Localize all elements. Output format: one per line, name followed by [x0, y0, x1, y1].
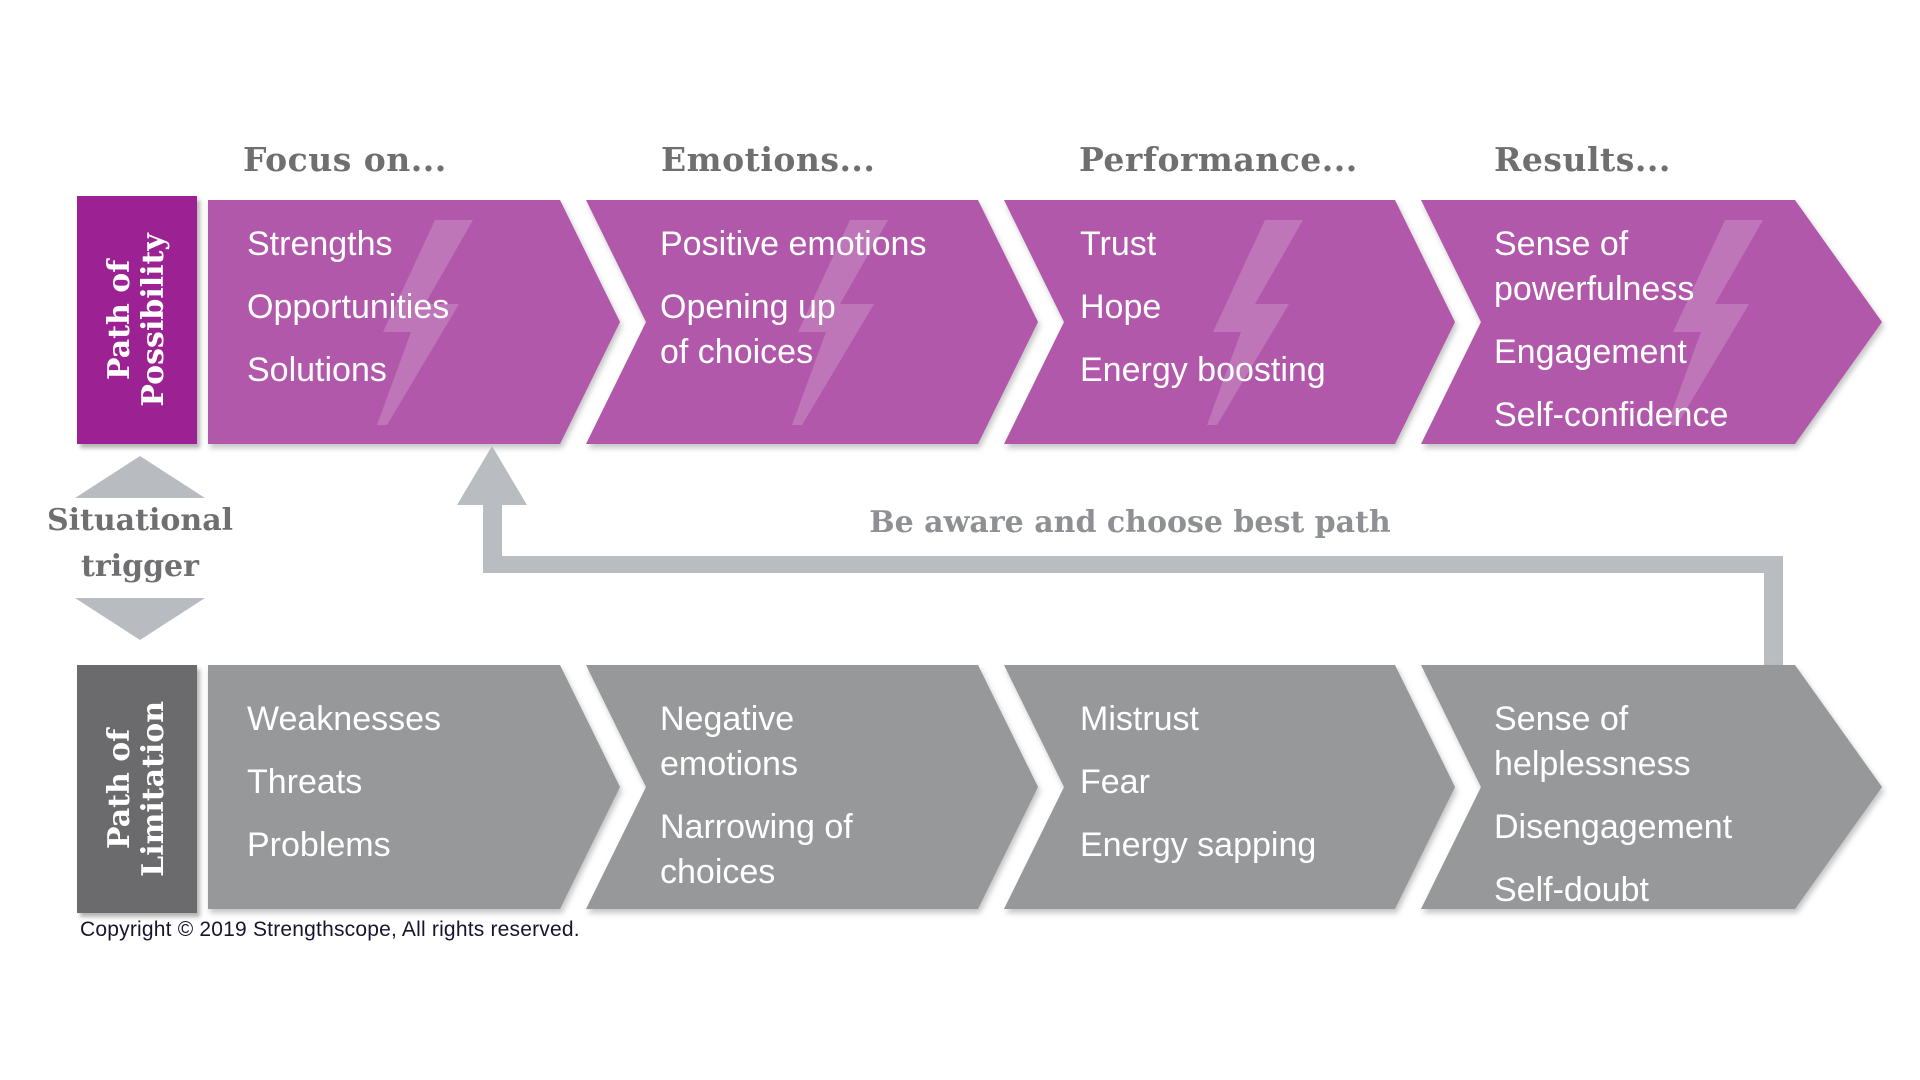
path-item: Mistrust	[1080, 700, 1199, 738]
path-item: Solutions	[247, 350, 387, 389]
path-item: Fear	[1080, 762, 1150, 801]
path-item: Strengths	[247, 225, 393, 263]
limitation-chevron-bar	[208, 665, 1882, 909]
chevron-segment	[1421, 665, 1882, 909]
path-item: Threats	[247, 762, 363, 801]
triangle-down-icon	[75, 598, 205, 640]
lightning-bolt-icon	[377, 220, 473, 425]
chevron-segment	[208, 665, 620, 909]
path-item: Opportunities	[247, 287, 450, 326]
chevron-segment	[586, 200, 1038, 444]
lightning-bolt-icon	[792, 220, 888, 425]
feedback-arrow	[457, 446, 1783, 666]
path-item: Self-doubt	[1494, 870, 1649, 909]
column-header-performance: Performance...	[1079, 140, 1358, 179]
path-item: Positive emotions	[660, 225, 927, 263]
path-item: Weaknesses	[247, 700, 442, 738]
lightning-bolt-icon	[1667, 220, 1763, 425]
lightning-bolt-icon	[1207, 220, 1303, 425]
path-item: Self-confidence	[1494, 395, 1729, 434]
path-item: Disengagement	[1494, 807, 1733, 846]
copyright-notice: Copyright © 2019 Strengthscope, All righ…	[80, 918, 580, 941]
path-item: Trust	[1080, 225, 1157, 263]
chevron-segment	[208, 200, 620, 444]
triangle-up-icon	[75, 456, 205, 498]
path-item: Problems	[247, 825, 391, 864]
chevron-segment	[1421, 200, 1882, 444]
path-item: Energy sapping	[1080, 825, 1317, 864]
column-header-focus: Focus on...	[243, 140, 447, 179]
path-item: Energy boosting	[1080, 350, 1326, 389]
path-item: Hope	[1080, 287, 1162, 326]
up-arrow-icon	[457, 446, 1783, 666]
path-item: Engagement	[1494, 332, 1687, 371]
chevron-segment	[1004, 200, 1455, 444]
chevron-segment	[586, 665, 1038, 909]
column-header-emotions: Emotions...	[661, 140, 876, 179]
column-header-results: Results...	[1494, 140, 1671, 179]
possibility-chevron-bar	[208, 200, 1882, 444]
chevron-segment	[1004, 665, 1455, 909]
feedback-message: Be aware and choose best path	[869, 505, 1391, 540]
